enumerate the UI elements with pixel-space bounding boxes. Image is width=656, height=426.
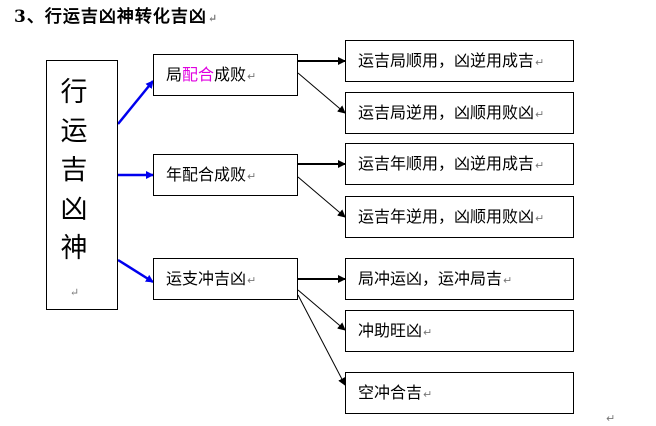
right-box-3: 运吉年顺用，凶逆用成吉↵: [345, 143, 574, 185]
right-box-5: 局冲运凶，运冲局吉↵: [345, 258, 574, 300]
section-heading-text: 3、行运吉凶神转化吉凶: [14, 7, 207, 27]
paragraph-mark: ↵: [606, 412, 616, 425]
main-char: 神↵: [60, 233, 88, 299]
main-concept-box: 行 运 吉 凶 神↵: [46, 60, 118, 310]
mid-box-nian: 年配合成败↵: [153, 154, 298, 196]
section-heading: 3、行运吉凶神转化吉凶↵: [14, 2, 218, 27]
main-concept-text: 行 运 吉 凶 神↵: [59, 73, 89, 312]
main-char: 运: [60, 116, 88, 147]
main-char: 吉: [60, 155, 88, 186]
arrow-mid3-right7: [297, 294, 346, 386]
right-box-2: 运吉局逆用，凶顺用败凶↵: [345, 92, 574, 134]
mid-box-ju: 局配合成败↵: [153, 54, 298, 96]
arrow-mid2-right4: [297, 176, 346, 218]
arrow-main-to-mid-3: [117, 258, 154, 284]
paragraph-mark: ↵: [207, 12, 219, 25]
right-box-7: 空冲合吉↵: [345, 372, 574, 414]
arrow-mid3-right6: [297, 289, 346, 331]
arrow-main-to-mid-1: [117, 80, 154, 125]
right-box-4: 运吉年逆用，凶顺用败凶↵: [345, 196, 574, 238]
right-box-1: 运吉局顺用，凶逆用成吉↵: [345, 40, 574, 82]
highlighted-text: 配合: [182, 65, 215, 84]
right-box-6: 冲助旺凶↵: [345, 310, 574, 352]
main-char: 凶: [60, 194, 88, 225]
arrow-mid1-right2: [297, 72, 346, 114]
main-char: 行: [60, 77, 88, 108]
mid-box-yunzhi: 运支冲吉凶↵: [153, 258, 298, 300]
